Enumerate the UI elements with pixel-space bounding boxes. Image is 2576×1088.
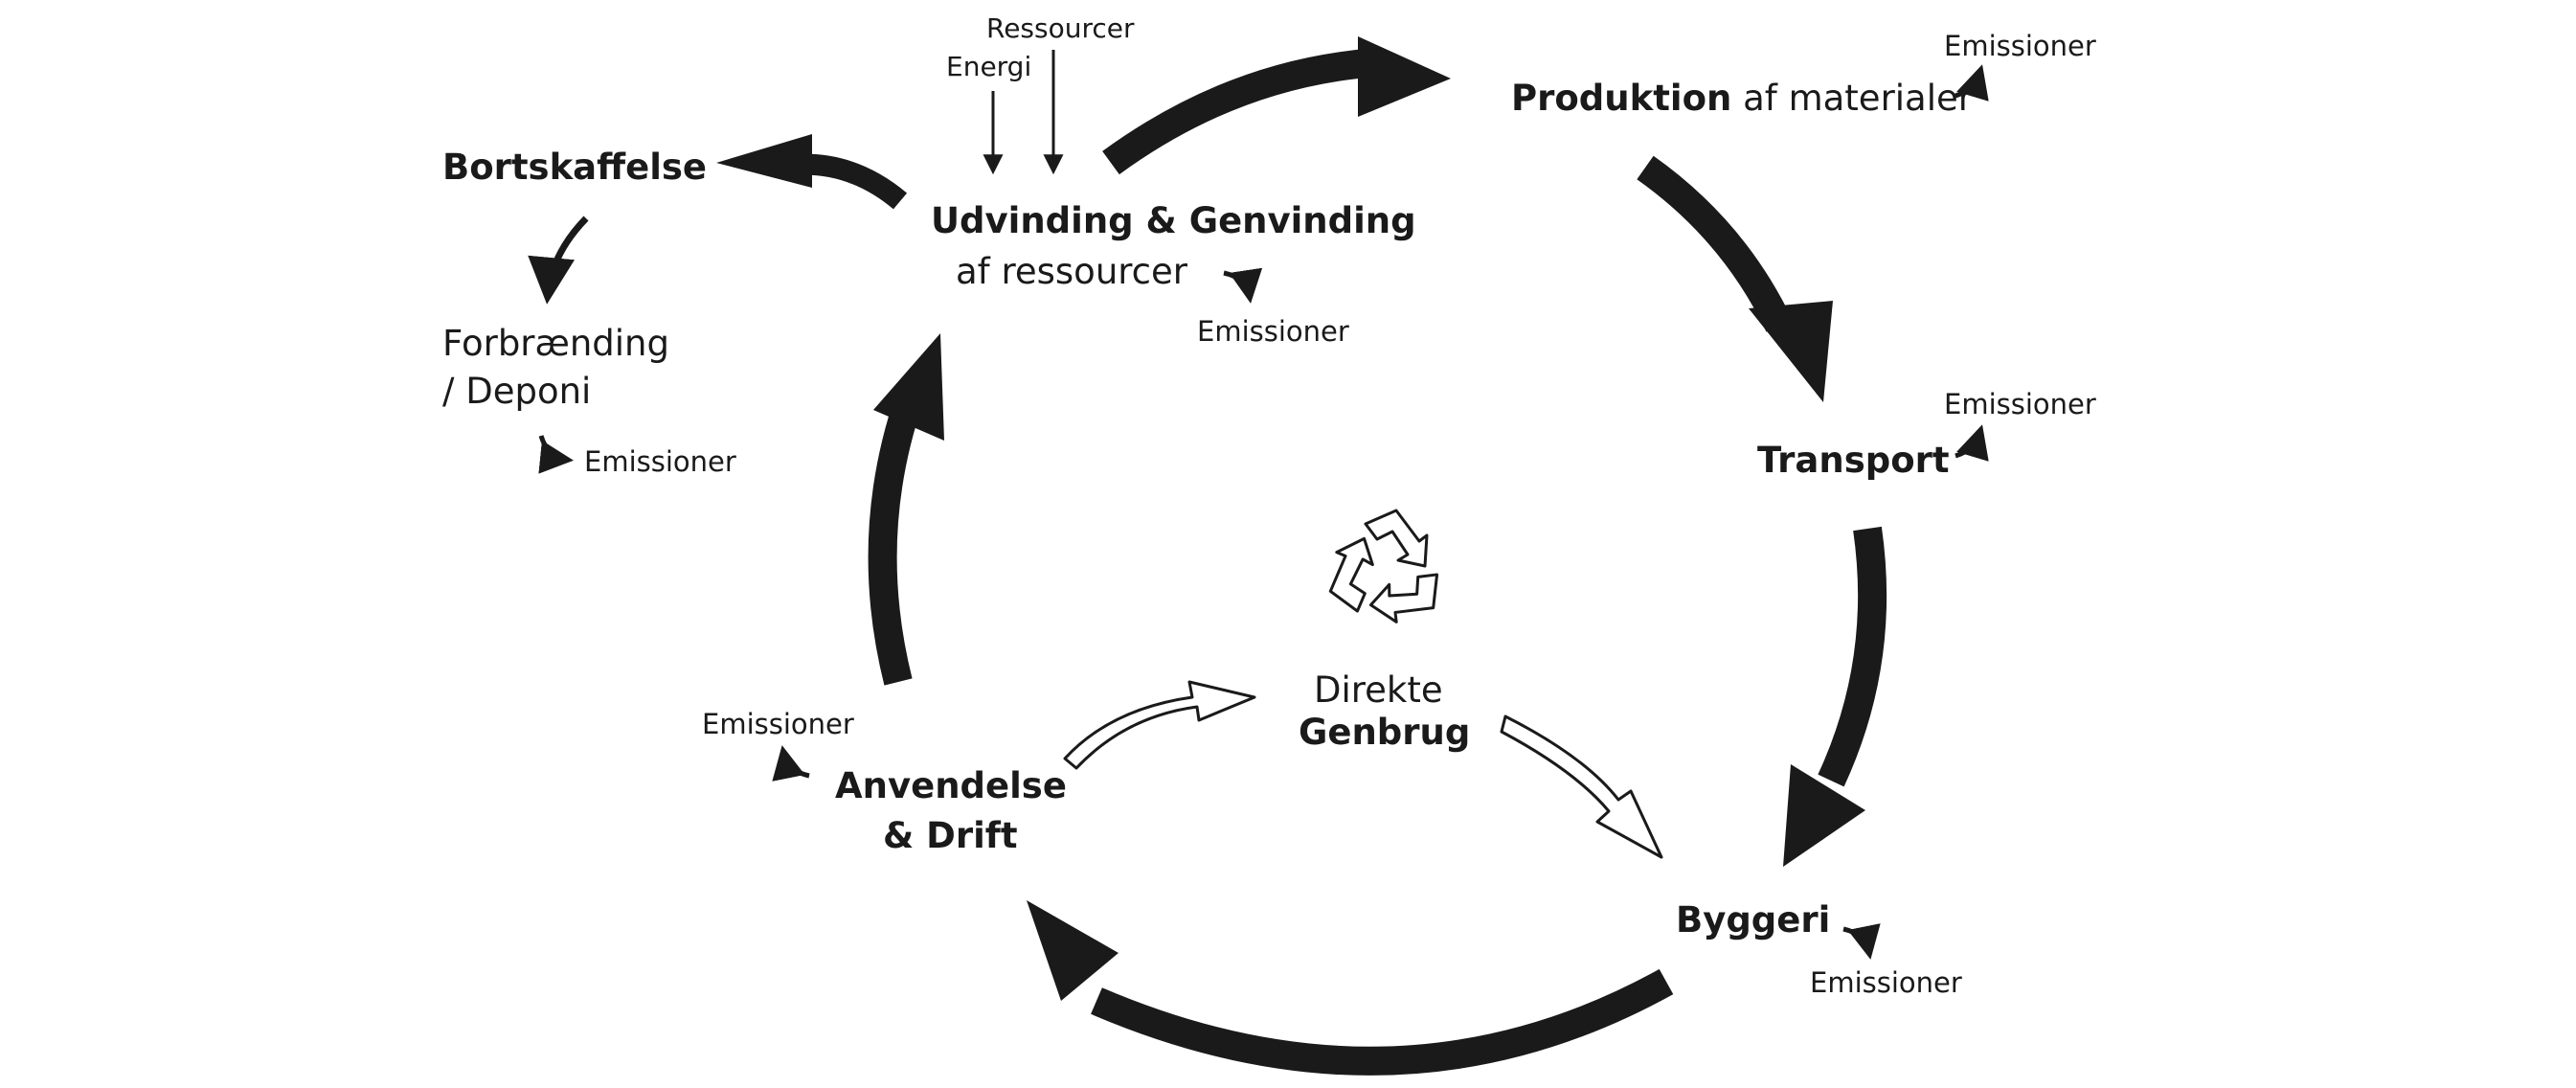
node-genbrug-line2: Genbrug: [1299, 712, 1471, 753]
arrow-transport-to-byggeri: [1783, 526, 1887, 867]
recycle-icon: [1328, 509, 1439, 623]
node-bortskaffelse-title: Bortskaffelse: [442, 147, 708, 188]
arrow-anvendelse-to-genbrug: [1063, 680, 1256, 770]
emission-arrow-produktion: [1955, 64, 1989, 102]
emission-label-byggeri: Emissioner: [1810, 966, 1962, 999]
emission-arrow-transport: [1955, 424, 1989, 462]
node-forbraending-line2: / Deponi: [442, 371, 592, 412]
emission-arrow-byggeri: [1842, 923, 1881, 960]
arrow-genbrug-to-byggeri: [1500, 714, 1663, 859]
node-byggeri-title: Byggeri: [1676, 899, 1831, 941]
arrow-produktion-to-transport: [1637, 155, 1833, 402]
node-transport-title: Transport: [1757, 440, 1950, 481]
arrow-udvinding-to-produktion: [1102, 36, 1451, 175]
arrow-byggeri-to-anvendelse: [1027, 900, 1674, 1076]
emission-arrow-anvendelse: [772, 745, 810, 782]
node-genbrug-line1: Direkte: [1314, 669, 1443, 711]
arrow-udvinding-to-bortskaffelse: [716, 134, 908, 210]
input-energi-label: Energi: [946, 51, 1032, 82]
node-udvinding-subtitle: af ressourcer: [956, 251, 1187, 292]
input-ressourcer-label: Ressourcer: [986, 12, 1135, 44]
node-produktion: Produktion af materialer: [1511, 78, 1973, 120]
emission-label-forbraending: Emissioner: [584, 445, 736, 478]
emission-label-produktion: Emissioner: [1944, 30, 2096, 62]
arrow-anvendelse-to-udvinding: [868, 333, 944, 686]
emission-label-udvinding: Emissioner: [1197, 315, 1349, 348]
node-forbraending-line1: Forbrænding: [442, 323, 669, 364]
node-anvendelse-line2: & Drift: [883, 815, 1018, 856]
node-udvinding-title: Udvinding & Genvinding: [931, 200, 1416, 241]
arrow-bortskaffelse-to-forbraending: [528, 215, 589, 305]
emission-arrow-forbraending: [538, 435, 574, 474]
node-produktion-suffix: af materialer: [1731, 78, 1973, 119]
emission-arrow-udvinding: [1223, 267, 1263, 304]
node-produktion-title: Produktion: [1511, 78, 1732, 119]
node-anvendelse-line1: Anvendelse: [835, 765, 1067, 806]
emission-label-transport: Emissioner: [1944, 388, 2096, 420]
emission-label-anvendelse: Emissioner: [702, 708, 854, 740]
